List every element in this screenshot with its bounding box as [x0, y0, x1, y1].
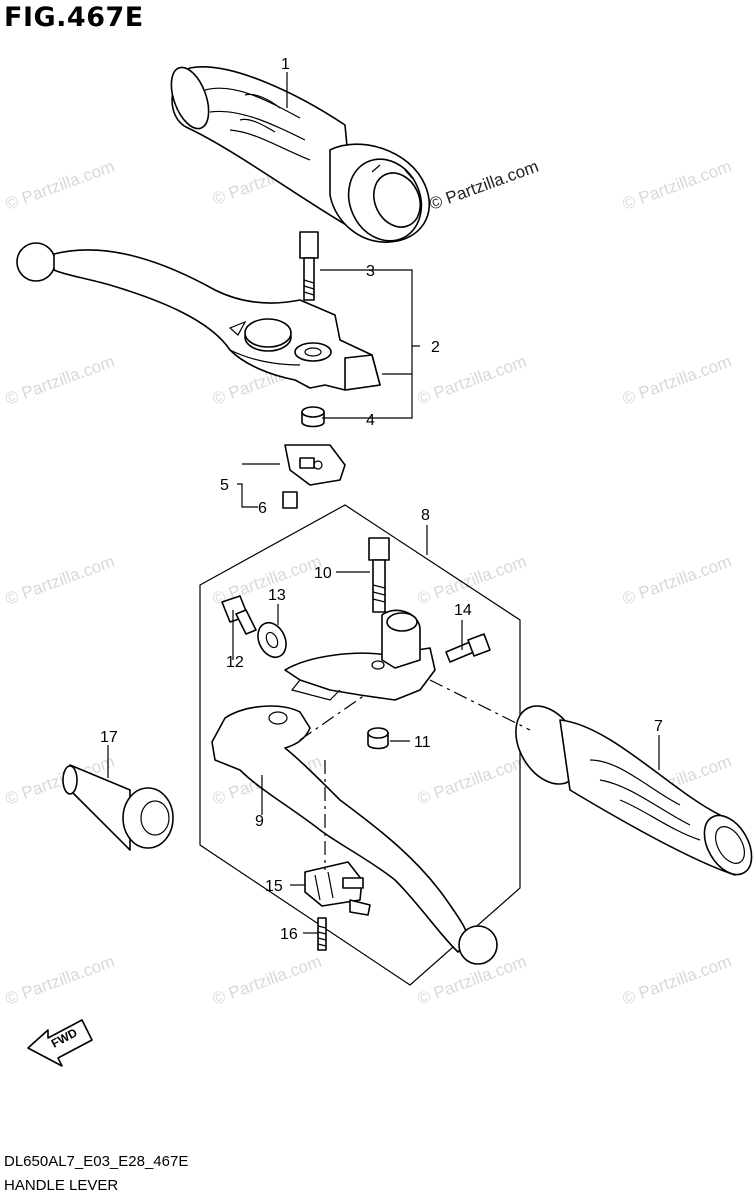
watermark-text: © Partzilla.com	[620, 352, 734, 409]
axis-line	[429, 679, 531, 731]
part-9-lever	[211, 705, 498, 965]
watermark-text: © Partzilla.com	[620, 552, 734, 609]
part-16-screw	[317, 917, 327, 951]
part-11-nut	[367, 727, 389, 750]
callout-17: 17	[100, 729, 118, 746]
part-17-bar-end	[62, 764, 174, 851]
callout-7: 7	[654, 718, 663, 735]
assembly-8-outline	[199, 504, 521, 986]
watermark-text: © Partzilla.com	[415, 552, 529, 609]
callout-11: 11	[414, 734, 431, 751]
part-14-bolt	[445, 633, 491, 663]
part-6-screw	[282, 491, 298, 509]
part-5-lever-switch	[284, 444, 346, 486]
callout-16: 16	[280, 926, 298, 943]
part-8-lever-holder	[284, 609, 436, 701]
callout-12: 12	[226, 654, 244, 671]
part-7-left-grip	[515, 705, 753, 876]
watermark-text: © Partzilla.com	[620, 157, 734, 214]
watermark-text: © Partzilla.com	[415, 752, 529, 809]
callout-6: 6	[258, 500, 267, 517]
callout-5: 5	[220, 477, 229, 494]
callout-10: 10	[314, 565, 332, 582]
part-4-nut	[301, 406, 325, 428]
watermark-text: © Partzilla.com	[3, 552, 117, 609]
watermark-text: © Partzilla.com	[3, 352, 117, 409]
callout-9: 9	[255, 813, 264, 830]
leader-lines	[107, 72, 660, 934]
callout-4: 4	[366, 412, 375, 429]
watermark-text: © Partzilla.com	[415, 352, 529, 409]
callout-numbers: 1 2 3 4 5 6 7 8 9 10 11 12 13 14 15 16 1…	[100, 56, 663, 943]
part-15-switch	[304, 861, 371, 916]
fwd-arrow-icon: FWD	[27, 1019, 93, 1067]
callout-2: 2	[431, 339, 440, 356]
callout-14: 14	[454, 602, 472, 619]
watermark-text-dark: © Partzilla.com	[427, 157, 541, 214]
part-13-washer	[257, 621, 287, 659]
figure-code: DL650AL7_E03_E28_467E	[4, 1153, 189, 1170]
watermark-text: © Partzilla.com	[620, 952, 734, 1009]
part-12-screw	[221, 595, 257, 635]
callout-15: 15	[265, 878, 283, 895]
axis-line	[299, 694, 366, 741]
part-3-bolt	[299, 231, 319, 301]
callout-13: 13	[268, 587, 286, 604]
callout-1: 1	[281, 56, 290, 73]
figure-name: HANDLE LEVER	[4, 1177, 119, 1194]
watermark-text: © Partzilla.com	[3, 157, 117, 214]
watermark-text: © Partzilla.com	[3, 952, 117, 1009]
part-1-throttle-grip	[170, 66, 431, 243]
figure-title: FIG.467E	[4, 2, 144, 33]
part-10-bolt	[368, 537, 390, 613]
callout-8: 8	[421, 507, 430, 524]
part-2-lever-assembly	[16, 242, 381, 391]
watermark-text: © Partzilla.com	[210, 952, 324, 1009]
callout-3: 3	[366, 263, 375, 280]
